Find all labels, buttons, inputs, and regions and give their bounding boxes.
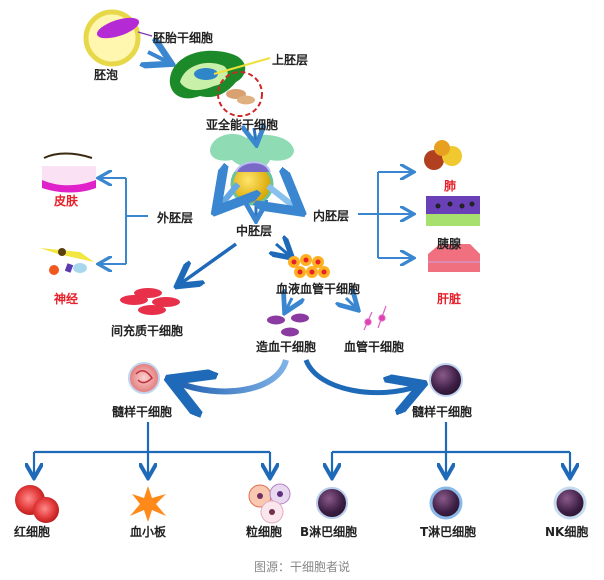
label-blastocyst: 胚泡 <box>94 68 119 82</box>
label-myeloid-progenitor: 髓样干细胞 <box>112 405 173 419</box>
label-pancreas: 胰腺 <box>437 237 462 251</box>
hemangioblast-image <box>288 254 330 278</box>
label-epiblast: 上胚层 <box>272 53 309 67</box>
label-nerve: 神经 <box>54 292 79 306</box>
label-liver: 肝脏 <box>437 292 462 306</box>
label-sub-totipotent-stem-cell: 亚全能干细胞 <box>206 118 279 132</box>
label-t-lymphocyte: T淋巴细胞 <box>420 525 477 539</box>
arrow-to-mesenchymal <box>180 242 238 284</box>
arrow-blastocyst-to-embryo <box>148 52 168 62</box>
label-ectoderm: 外胚层 <box>157 211 194 225</box>
label-hematopoietic-stem-cell: 造血干细胞 <box>256 340 317 354</box>
b-lymphocyte-image <box>316 487 348 519</box>
arrow-to-vascular <box>346 298 356 308</box>
neuron-image <box>40 248 94 275</box>
label-vascular-stem-cell: 血管干细胞 <box>344 340 405 354</box>
granulocyte-image <box>248 483 291 524</box>
endoderm-bracket <box>358 172 412 258</box>
label-skin: 皮肤 <box>54 194 79 208</box>
nk-cell-image <box>553 486 587 520</box>
mesenchymal-cells-image <box>120 288 180 315</box>
arrow-to-hematopoietic <box>286 298 292 310</box>
blastocyst-image <box>83 9 153 67</box>
t-lymphocyte-image <box>429 486 463 520</box>
label-red-blood-cell: 红细胞 <box>14 525 51 539</box>
label-granulocyte: 粒细胞 <box>246 525 283 539</box>
label-nk-cell: NK细胞 <box>545 525 589 539</box>
lung-image <box>424 140 462 170</box>
arrow-to-hemangioblast <box>276 244 290 256</box>
label-endoderm: 内胚层 <box>313 209 350 223</box>
label-mesenchymal-stem-cell: 间充质干细胞 <box>111 324 184 338</box>
lymphoid-bracket <box>332 422 570 476</box>
myeloid-bracket <box>34 422 270 476</box>
label-lung: 肺 <box>444 179 457 193</box>
platelet-image <box>130 486 166 522</box>
arrow-to-lymphoid-progenitor <box>303 358 418 393</box>
vascular-cells-image <box>363 305 387 331</box>
gastrula-image <box>210 128 294 206</box>
arrow-to-myeloid-progenitor <box>176 358 289 391</box>
label-lymphoid-progenitor: 髓样干细胞 <box>412 405 473 419</box>
epiblast-image <box>169 50 271 117</box>
arrow-to-endoderm <box>268 186 296 208</box>
label-hemangioblast: 血液血管干细胞 <box>276 282 361 296</box>
lymphoid-progenitor-image <box>429 363 463 397</box>
label-mesoderm: 中胚层 <box>236 224 273 238</box>
label-platelet: 血小板 <box>130 525 167 539</box>
skin-image <box>42 152 96 193</box>
image-source-caption: 图源：干细胞者说 <box>253 560 350 574</box>
red-blood-cell-image <box>15 485 59 523</box>
liver-image <box>428 244 480 272</box>
label-b-lymphocyte: B淋巴细胞 <box>300 525 358 539</box>
hematopoietic-cells-image <box>267 313 309 337</box>
arrow-to-ectoderm <box>220 184 238 206</box>
myeloid-progenitor-image <box>128 362 160 394</box>
ectoderm-bracket <box>100 178 148 264</box>
label-embryonic-stem-cell: 胚胎干细胞 <box>153 31 214 45</box>
pancreas-image <box>426 196 480 226</box>
